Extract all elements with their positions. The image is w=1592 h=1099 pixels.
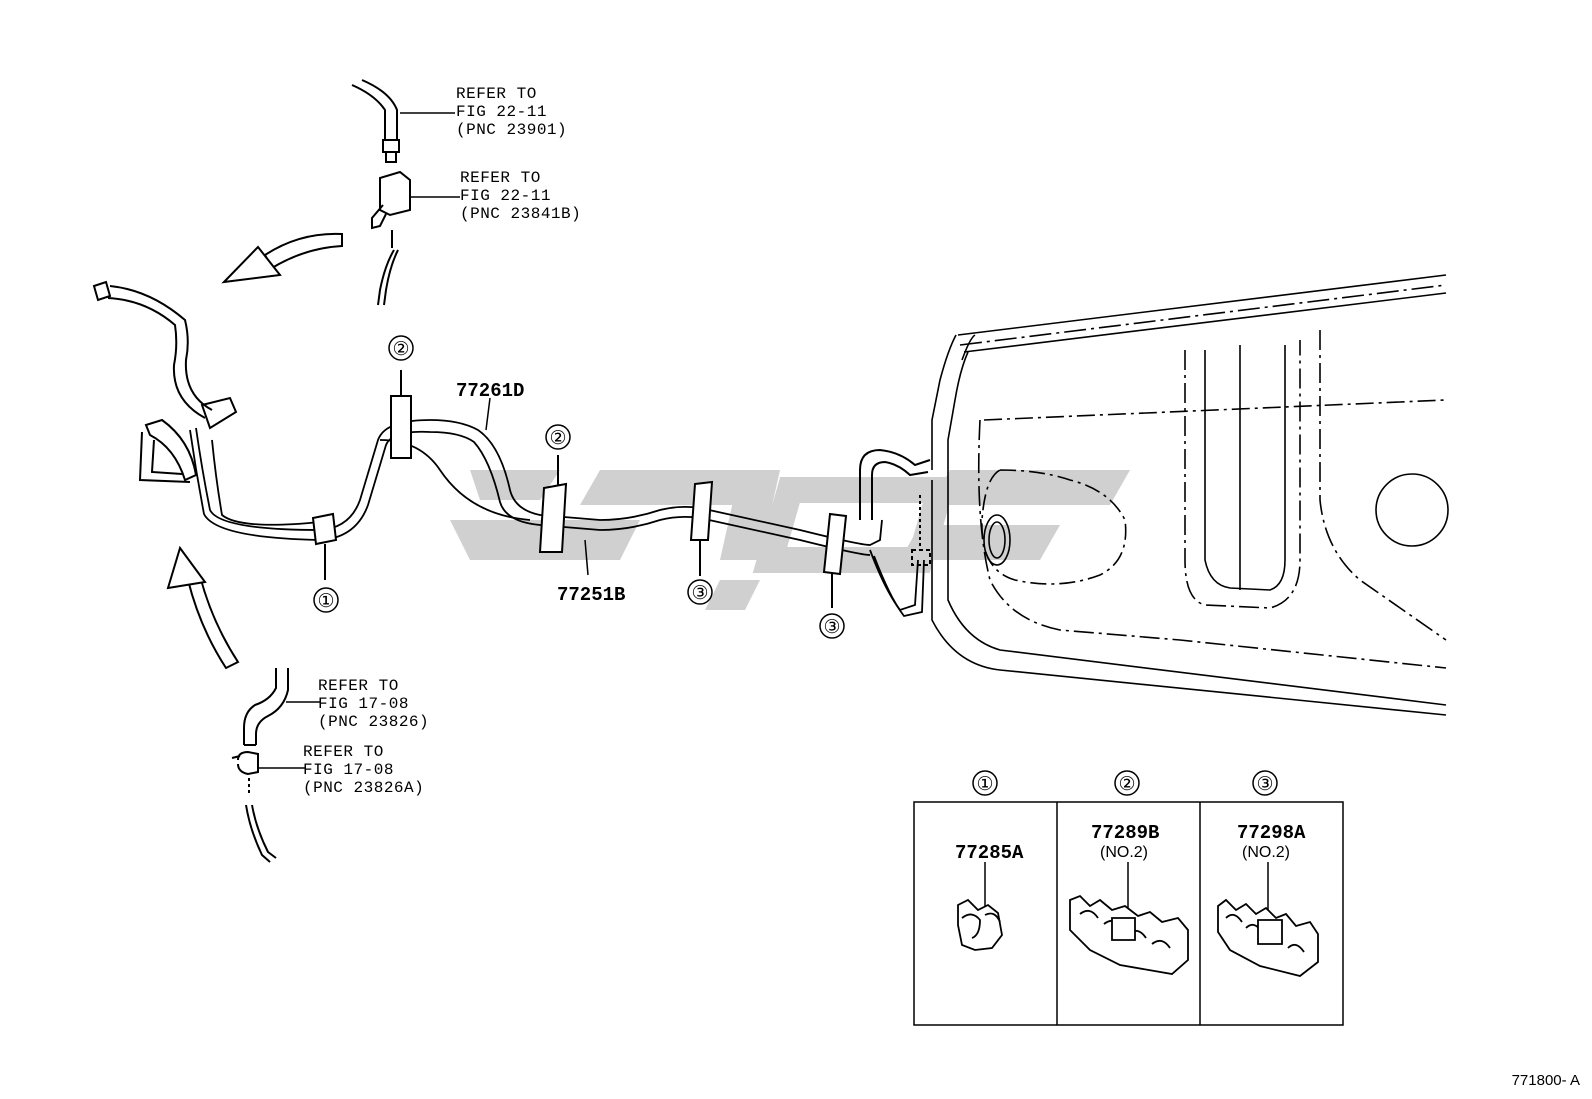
clamp-legend: ① ② ③ 77285A 77289B (NO.2) (913, 770, 1344, 1026)
filler-hose-assembly (92, 280, 238, 483)
clamp-2a (390, 370, 412, 459)
fuel-tank-outline (931, 274, 1449, 716)
callout-line: FIG 17-08 (318, 695, 409, 713)
marker-label: ② (549, 428, 566, 449)
part-number-lower-tube: 77251B (557, 584, 625, 606)
callout-line: REFER TO (456, 85, 537, 103)
leader-line (485, 397, 491, 431)
legend-marker-3: ③ (1252, 770, 1278, 796)
marker-label: ③ (691, 583, 708, 604)
watermark-logo (450, 470, 1130, 610)
marker-label: ② (392, 339, 409, 360)
marker-3b: ③ (819, 613, 845, 639)
fuel-tube-main (189, 419, 925, 618)
callout-line: REFER TO (318, 677, 399, 695)
clamp-1 (311, 512, 338, 580)
reference-callout-fig-22-11-a: REFER TO FIG 22-11 (PNC 23901) (456, 85, 567, 139)
marker-3a: ③ (687, 579, 713, 605)
callout-line: FIG 17-08 (303, 761, 394, 779)
reference-callout-fig-17-08-a: REFER TO FIG 17-08 (PNC 23826) (318, 677, 429, 731)
reference-callout-fig-17-08-b: REFER TO FIG 17-08 (PNC 23826A) (303, 743, 424, 797)
legend-part-number: 77289B (1091, 822, 1159, 844)
hose-clamp-bottom-reference (231, 750, 277, 863)
connector-clip-top-reference (371, 170, 411, 306)
legend-marker-label: ② (1118, 774, 1135, 795)
clamp-3b (822, 512, 848, 608)
hose-bottom-reference (243, 668, 289, 746)
clamp-triple-illustration (1217, 898, 1319, 977)
legend-part-note: (NO.2) (1242, 844, 1290, 861)
legend-marker-label: ③ (1256, 774, 1273, 795)
callout-line: FIG 22-11 (456, 103, 547, 121)
legend-part-note: (NO.2) (1100, 844, 1148, 861)
callout-line: FIG 22-11 (460, 187, 551, 205)
callout-line: (PNC 23826A) (303, 779, 424, 797)
curved-arrow-bottom (166, 545, 240, 670)
clamp-double-illustration (1069, 894, 1189, 975)
legend-part-number: 77298A (1237, 822, 1306, 844)
figure-code: 771800- A (1512, 1072, 1580, 1089)
callout-line: (PNC 23901) (456, 121, 567, 139)
marker-label: ③ (823, 617, 840, 638)
marker-label: ① (317, 591, 334, 612)
part-number-upper-tube: 77261D (456, 380, 524, 402)
marker-2a: ② (388, 335, 414, 361)
legend-part-number: 77285A (955, 842, 1024, 864)
hose-top-reference (351, 79, 400, 163)
clamp-3a (689, 480, 714, 576)
legend-marker-2: ② (1114, 770, 1140, 796)
clamp-single-illustration (957, 898, 1003, 951)
legend-marker-label: ① (976, 774, 993, 795)
legend-marker-1: ① (972, 770, 998, 796)
clamp-2b (538, 455, 568, 553)
callout-line: (PNC 23826) (318, 713, 429, 731)
callout-line: REFER TO (303, 743, 384, 761)
marker-1: ① (313, 587, 339, 613)
curved-arrow-top (221, 232, 343, 284)
reference-callout-fig-22-11-b: REFER TO FIG 22-11 (PNC 23841B) (460, 169, 581, 223)
leader-line (584, 539, 589, 576)
callout-line: REFER TO (460, 169, 541, 187)
callout-line: (PNC 23841B) (460, 205, 581, 223)
tube-end-hook (859, 448, 931, 566)
marker-2b: ② (545, 424, 571, 450)
